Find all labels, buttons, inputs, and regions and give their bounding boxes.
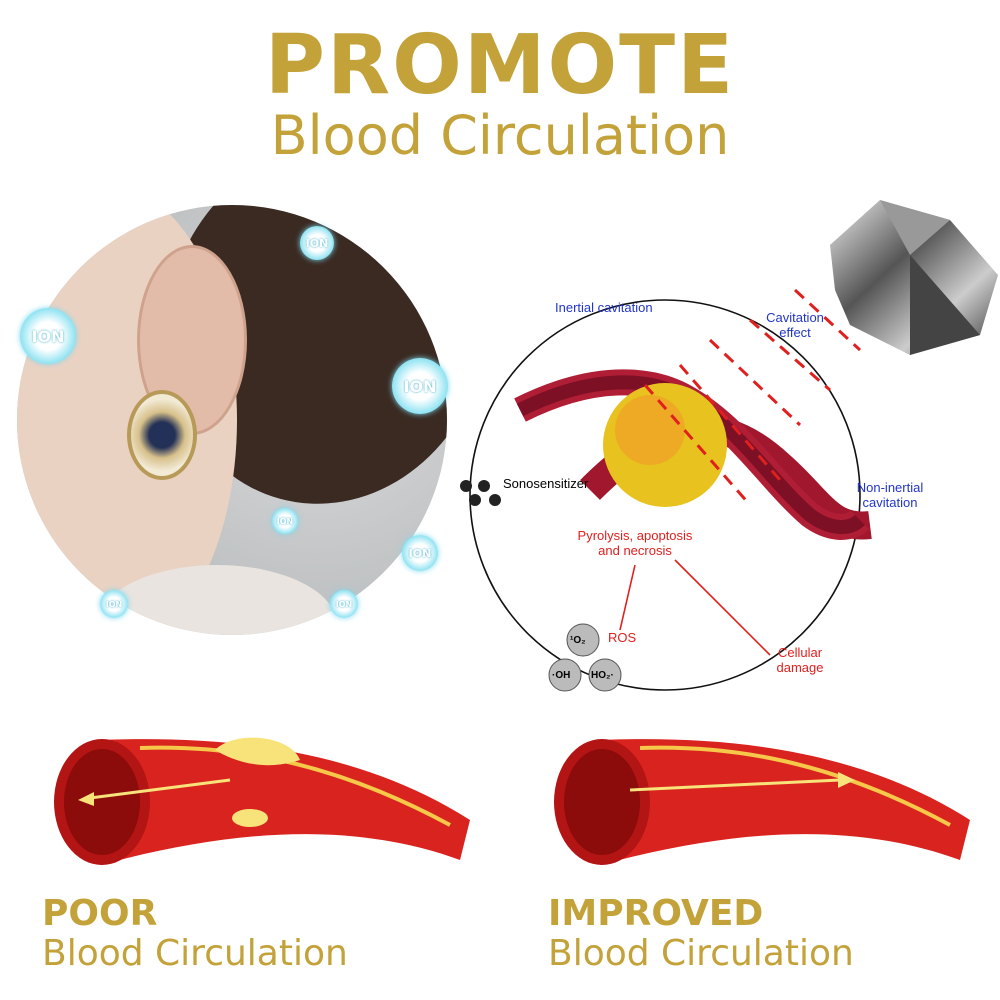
label-ros: ROS (608, 630, 637, 645)
ion-bubble-icon: ION (100, 590, 128, 618)
headline-title: PROMOTE (264, 18, 736, 113)
earring-icon (127, 390, 197, 480)
ion-bubble-icon: ION (392, 358, 448, 414)
ion-bubble-icon: ION (402, 535, 438, 571)
label-hydroxyl: ·OH (552, 670, 571, 681)
poor-title: POOR (42, 893, 158, 934)
improved-subtitle: Blood Circulation (548, 933, 854, 974)
improved-title: IMPROVED (548, 893, 764, 934)
label-cavitation-effect: Cavitation effect (766, 310, 824, 340)
poor-subtitle: Blood Circulation (42, 933, 348, 974)
improved-circulation-vessel (554, 739, 970, 865)
label-cellular-damage: Cellular damage (776, 645, 824, 675)
label-non-inertial-cavitation: Non-inertial cavitation (856, 480, 924, 510)
cavitation-diagram: Inertial cavitation Cavitation effect No… (450, 280, 950, 700)
headline-subtitle: Blood Circulation (270, 104, 730, 167)
label-pyrolysis: Pyrolysis, apoptosis and necrosis (577, 528, 693, 558)
poor-circulation-vessel (54, 737, 470, 865)
label-sonosensitizer: Sonosensitizer (503, 476, 589, 491)
ion-bubble-icon: ION (330, 590, 358, 618)
ion-bubble-icon: ION (20, 308, 76, 364)
ion-bubble-icon: ION (272, 508, 298, 534)
mineral-rock-icon (830, 200, 998, 355)
label-singlet-oxygen: ¹O₂ (570, 635, 586, 646)
ion-bubble-icon: ION (300, 226, 334, 260)
label-hydroperoxyl: HO₂· (591, 670, 614, 681)
ear-earring-photo (17, 205, 447, 635)
label-inertial-cavitation: Inertial cavitation (555, 300, 653, 315)
